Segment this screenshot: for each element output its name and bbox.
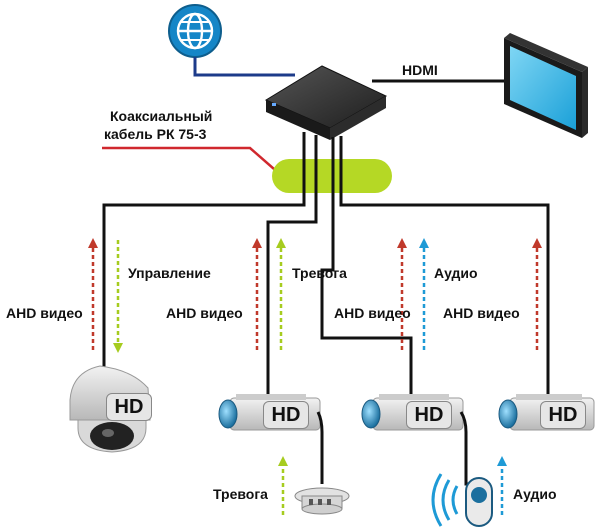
audio-arrow xyxy=(419,238,429,350)
hd-badge: HD xyxy=(540,401,586,429)
audio-label: Аудио xyxy=(434,265,478,281)
microphone-icon xyxy=(431,473,493,527)
dvr-icon xyxy=(264,65,388,140)
monitor-icon xyxy=(504,33,588,138)
hd-badge: HD xyxy=(106,393,152,421)
control-arrow xyxy=(113,240,123,353)
microphone-cable xyxy=(459,411,478,486)
video-arrow xyxy=(397,238,407,350)
ahd-video-label: AHD видео xyxy=(166,305,243,321)
video-arrow xyxy=(532,238,542,350)
ahd-video-label: AHD видео xyxy=(334,305,411,321)
network-cable xyxy=(193,57,295,77)
hdmi-label: HDMI xyxy=(402,62,438,78)
alarm-label: Тревога xyxy=(292,265,347,281)
ahd-video-label: AHD видео xyxy=(6,305,83,321)
alarm-sensor-label: Тревога xyxy=(213,486,268,502)
alarm-arrow xyxy=(278,456,288,515)
microphone-label: Аудио xyxy=(513,486,557,502)
video-arrow xyxy=(88,238,98,350)
video-arrow xyxy=(252,238,262,350)
alarm-sensor-cable xyxy=(316,411,324,484)
alarm-arrow xyxy=(276,238,286,350)
coax-pointer-line xyxy=(102,146,283,177)
coax-label-line2: кабель РК 75-3 xyxy=(104,126,207,142)
ahd-video-label: AHD видео xyxy=(443,305,520,321)
coax-label-line1: Коаксиальный xyxy=(110,108,213,124)
smoke-detector-icon xyxy=(294,487,350,515)
audio-arrow xyxy=(497,456,507,515)
control-label: Управление xyxy=(128,265,211,281)
globe-icon xyxy=(168,4,222,58)
hd-badge: HD xyxy=(406,401,452,429)
hd-badge: HD xyxy=(263,401,309,429)
